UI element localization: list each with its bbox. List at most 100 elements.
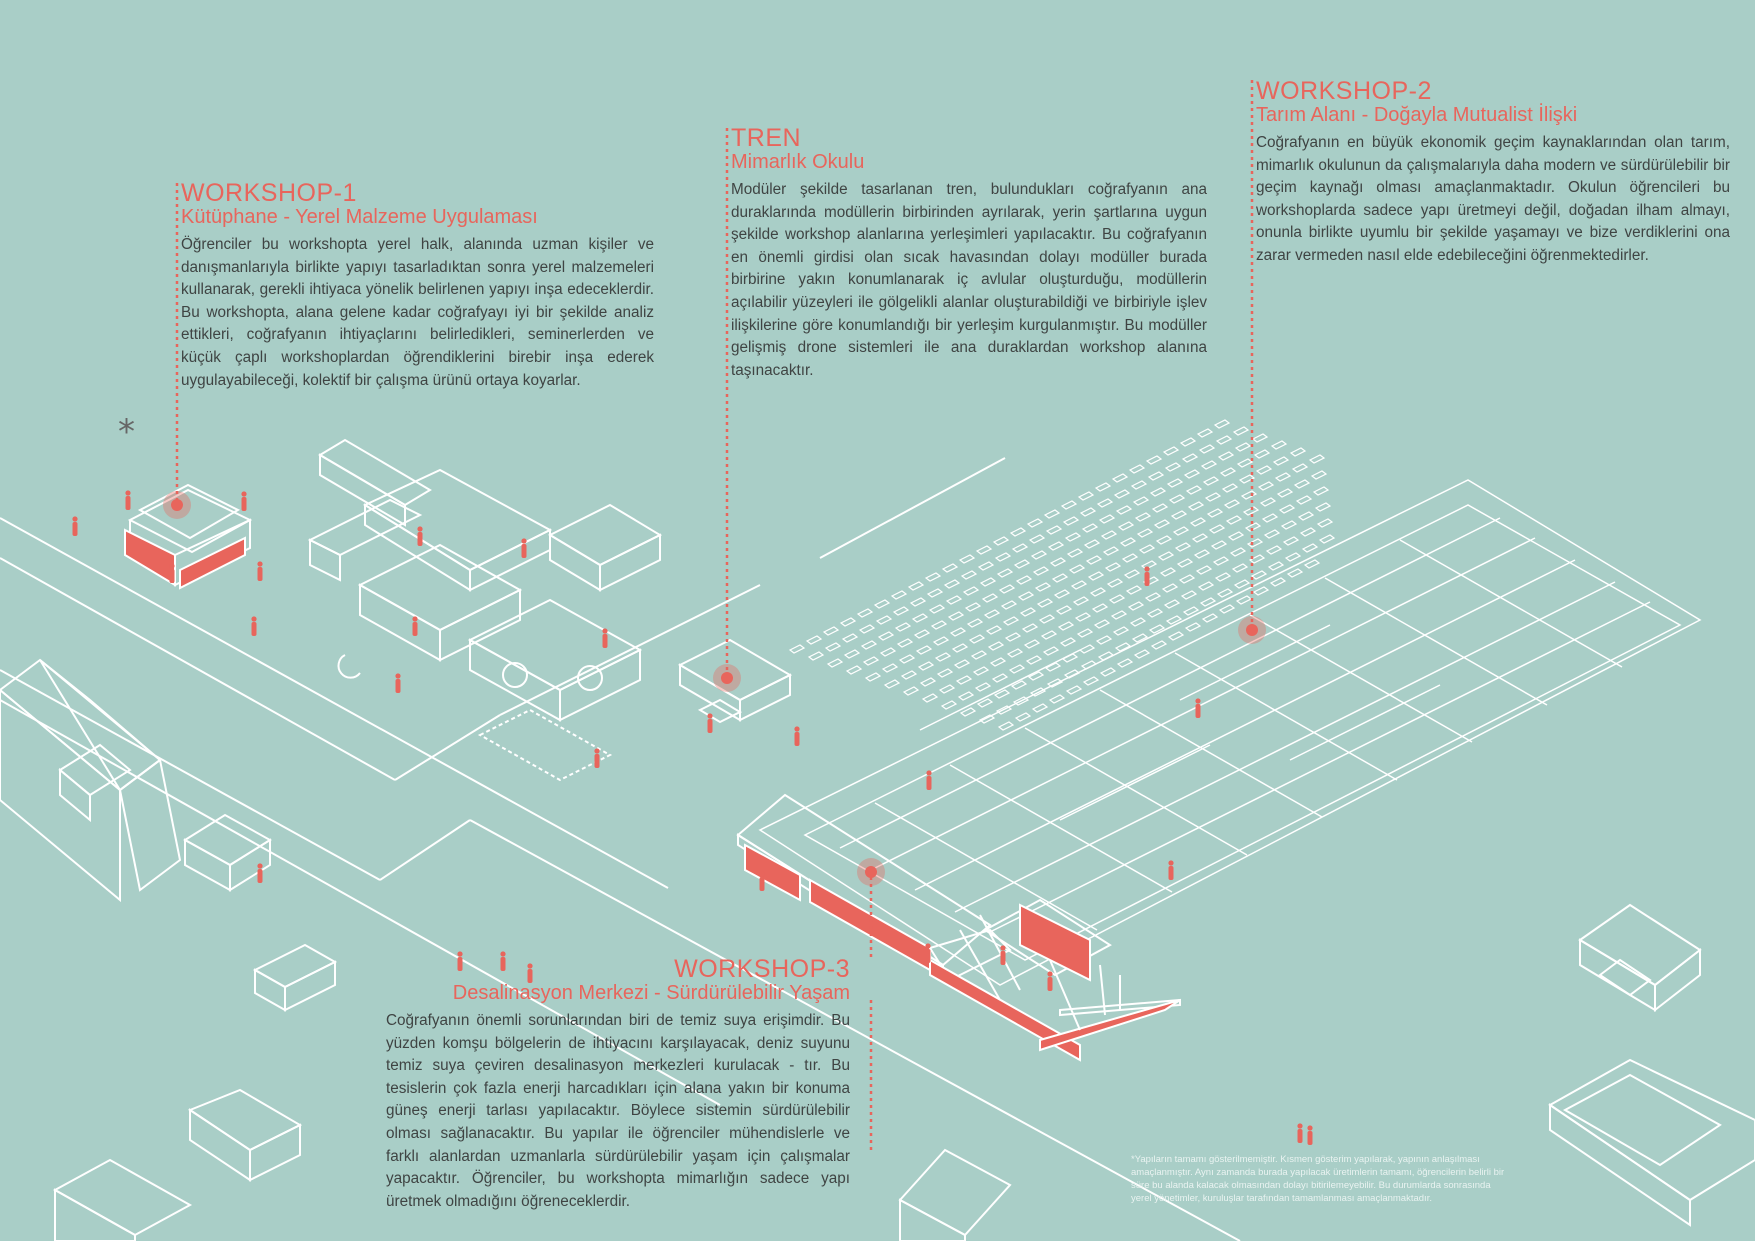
person-figure	[412, 616, 418, 636]
solar-panel	[1215, 435, 1233, 445]
solar-panel	[1183, 469, 1201, 479]
solar-panel	[1180, 590, 1198, 600]
solar-panel	[1265, 545, 1283, 555]
solar-panel	[1048, 694, 1066, 704]
solar-panel	[1198, 444, 1216, 454]
solar-panel	[1161, 583, 1179, 593]
solar-panel	[879, 647, 897, 657]
solar-panel	[1168, 494, 1186, 504]
solar-panel	[1006, 648, 1024, 658]
solar-panel	[1210, 540, 1228, 550]
tren-body: Modüler şekilde tasarlanan tren, bulundu…	[731, 181, 1207, 379]
solar-panel	[911, 613, 929, 623]
ws2-hub-marker[interactable]	[1238, 616, 1266, 644]
solar-panel	[949, 627, 967, 637]
solar-panel	[1182, 606, 1200, 616]
solar-panel	[947, 611, 965, 621]
solar-panel	[997, 721, 1015, 731]
solar-panel	[1113, 489, 1131, 499]
solar-panel	[1179, 437, 1197, 447]
person-figure	[257, 561, 263, 581]
solar-panel	[1044, 662, 1062, 672]
hub-markers	[163, 491, 1266, 886]
solar-panel	[1221, 483, 1239, 493]
ws1-hub-marker[interactable]	[163, 491, 191, 519]
solar-panel	[839, 617, 857, 627]
solar-panel	[951, 643, 969, 653]
solar-panel	[909, 597, 927, 607]
solar-panel	[1259, 497, 1277, 507]
solar-panel	[1132, 496, 1150, 506]
solar-panel	[1276, 488, 1294, 498]
solar-panel	[1004, 632, 1022, 642]
solar-panel	[993, 689, 1011, 699]
solar-panel	[1261, 513, 1279, 523]
person-figure	[500, 951, 506, 971]
solar-panel	[1234, 442, 1252, 452]
person-figure	[169, 563, 175, 583]
solar-panel	[1055, 605, 1073, 615]
person-figure	[1047, 971, 1053, 991]
solar-panel	[1032, 566, 1050, 576]
solar-panel	[1195, 565, 1213, 575]
solar-panel	[1299, 527, 1317, 537]
solar-panel	[915, 645, 933, 655]
solar-panel	[1070, 580, 1088, 590]
solar-panel	[1030, 550, 1048, 560]
solar-panel	[1218, 604, 1236, 614]
solar-panel	[1149, 487, 1167, 497]
solar-panel	[1128, 464, 1146, 474]
solar-panel	[945, 595, 963, 605]
solar-panel	[985, 625, 1003, 635]
solar-panel	[1293, 479, 1311, 489]
solar-panel	[1038, 614, 1056, 624]
person-figure	[395, 673, 401, 693]
solar-panel	[996, 568, 1014, 578]
solar-panel	[1082, 676, 1100, 686]
person-figure	[1297, 1123, 1303, 1143]
person-figure	[417, 526, 423, 546]
solar-panel	[1097, 651, 1115, 661]
tren-hub-marker[interactable]	[713, 664, 741, 692]
solar-panel	[1064, 532, 1082, 542]
solar-panel	[902, 686, 920, 696]
solar-panel	[1301, 543, 1319, 553]
solar-panel	[1250, 570, 1268, 580]
solar-panel	[970, 650, 988, 660]
solar-panel	[1096, 498, 1114, 508]
solar-panel	[1219, 467, 1237, 477]
solar-panel	[1263, 529, 1281, 539]
solar-panel	[1012, 696, 1030, 706]
solar-panel	[1087, 571, 1105, 581]
solar-panel	[1017, 591, 1035, 601]
solar-panel	[994, 552, 1012, 562]
solar-panel	[1236, 458, 1254, 468]
person-figure	[602, 628, 608, 648]
ws3-hub-marker[interactable]	[857, 858, 885, 886]
solar-panel	[1000, 600, 1018, 610]
solar-panel	[1115, 505, 1133, 515]
train-station	[736, 793, 1181, 1062]
solar-panel	[978, 714, 996, 724]
solar-panel	[934, 652, 952, 662]
solar-panel	[875, 615, 893, 625]
solar-panel	[1119, 537, 1137, 547]
person-figure	[1168, 860, 1174, 880]
solar-panel	[1212, 556, 1230, 566]
solar-panel	[1159, 567, 1177, 577]
solar-panel	[1167, 631, 1185, 641]
solar-panel	[1134, 512, 1152, 522]
solar-panel	[1079, 507, 1097, 517]
solar-panel	[881, 663, 899, 673]
solar-panel	[805, 635, 823, 645]
solar-panel	[992, 536, 1010, 546]
solar-panel	[1162, 446, 1180, 456]
solar-panel	[976, 698, 994, 708]
solar-panel	[1061, 653, 1079, 663]
solar-panel	[1123, 569, 1141, 579]
solar-panel	[964, 602, 982, 612]
solar-panel	[1019, 607, 1037, 617]
solar-panel	[1080, 660, 1098, 670]
solar-panel	[1047, 541, 1065, 551]
